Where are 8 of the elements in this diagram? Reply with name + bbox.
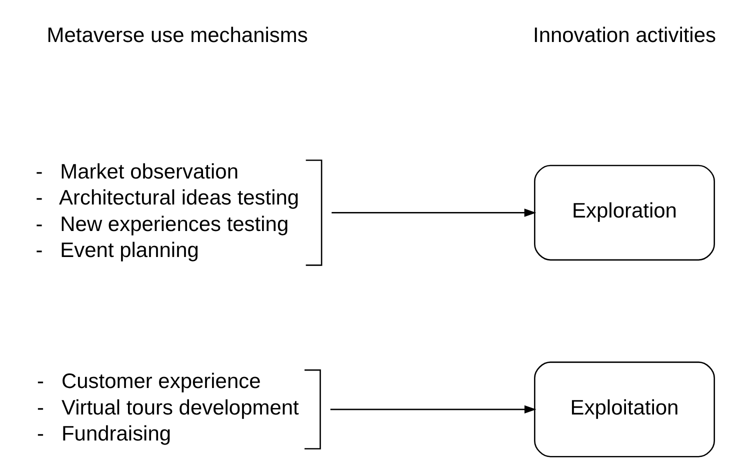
node-box: Exploration <box>534 164 715 261</box>
arrow <box>332 208 536 217</box>
node-box: Exploitation <box>534 362 715 458</box>
arrow <box>330 405 536 414</box>
label: Metaverse use mechanisms <box>46 24 308 47</box>
node-text: - Customer experience - Virtual tours development - Fundraising <box>37 370 299 446</box>
label: Innovation activities <box>533 24 716 47</box>
node-text: - Market observation - Architectural ideas testing - New experiences testing - Event planning <box>36 160 300 262</box>
